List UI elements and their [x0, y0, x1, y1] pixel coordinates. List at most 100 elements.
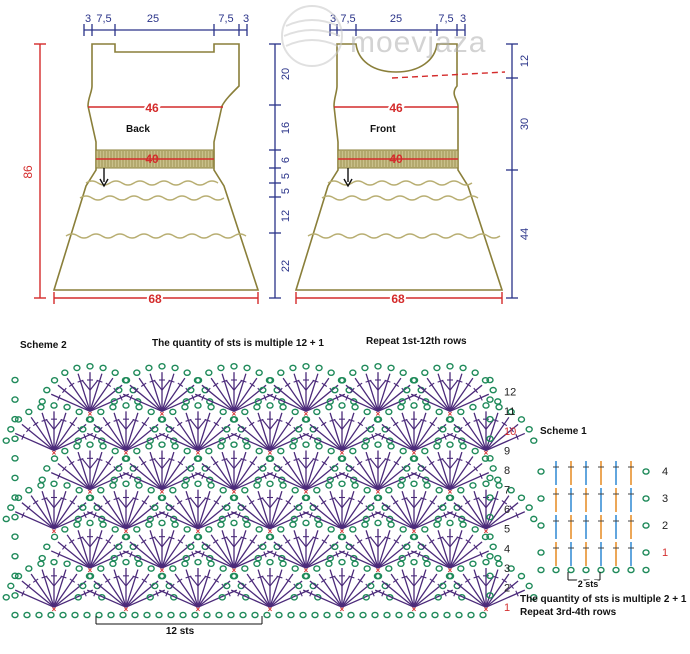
double-crochet-symbol [14, 432, 55, 452]
double-crochet-symbol [237, 580, 271, 608]
double-crochet-symbol [410, 550, 451, 569]
chain-stitch-symbol [435, 486, 443, 494]
double-crochet-symbol [302, 432, 343, 452]
chain-stitch-symbol [338, 480, 346, 488]
double-crochet-bar [140, 382, 147, 387]
chain-stitch-symbol [537, 549, 545, 556]
double-crochet-bar [314, 426, 319, 433]
chain-stitch-symbol [486, 592, 494, 599]
v-stitch-symbol [45, 418, 63, 431]
chain-stitch-symbol [362, 437, 370, 444]
chain-stitch-symbol [63, 482, 71, 489]
chain-stitch-symbol [2, 437, 10, 444]
slip-stitch-symbol: × [448, 409, 453, 418]
double-crochet-symbol [233, 373, 247, 412]
double-crochet-bar [299, 512, 303, 519]
v-stitch-symbol [297, 536, 315, 548]
chain-stitch-symbol [50, 558, 58, 566]
double-crochet-symbol [66, 534, 91, 569]
chain-stitch-symbol [187, 465, 195, 472]
chain-stitch-symbol [194, 376, 203, 384]
double-crochet-symbol [102, 573, 127, 608]
double-crochet-symbol [89, 530, 103, 569]
chain-stitch-symbol [86, 572, 95, 580]
double-crochet-bar [453, 590, 457, 597]
v-stitch-symbol [441, 379, 459, 392]
chain-stitch-symbol [486, 533, 494, 540]
double-crochet-bar [428, 460, 435, 466]
double-crochet-symbol [125, 416, 150, 451]
double-crochet-symbol [485, 580, 519, 608]
double-crochet-symbol [413, 490, 427, 530]
slip-stitch-symbol: × [124, 449, 129, 458]
double-crochet-bar [140, 460, 147, 466]
double-crochet-symbol [462, 573, 487, 608]
double-crochet-bar [212, 460, 219, 466]
chain-stitch-symbol [349, 447, 357, 455]
chain-stitch-symbol [431, 611, 439, 619]
chain-stitch-symbol [325, 560, 333, 568]
chain-stitch-symbol [171, 364, 179, 372]
double-crochet-bar [473, 466, 478, 472]
chain-stitch-symbol [302, 362, 310, 370]
double-crochet-bar [381, 433, 385, 440]
double-crochet-bar [249, 539, 256, 544]
chain-stitch-symbol [223, 425, 231, 433]
double-crochet-bar [98, 505, 103, 511]
double-crochet-bar [68, 539, 75, 544]
slip-stitch-symbol: × [376, 566, 381, 575]
double-crochet-bar [386, 583, 391, 589]
double-crochet-bar [345, 551, 349, 558]
double-crochet-bar [57, 394, 61, 401]
chain-stitch-symbol [187, 543, 195, 551]
double-crochet-symbol [305, 530, 319, 569]
double-crochet-bar [515, 433, 519, 440]
chain-stitch-symbol [255, 369, 263, 377]
chain-stitch-symbol [537, 522, 545, 529]
double-crochet-symbol [485, 423, 519, 452]
double-crochet-symbol [125, 490, 139, 530]
double-crochet-bar [285, 500, 292, 505]
front-direction-arrow [343, 168, 353, 188]
double-crochet-symbol [77, 373, 91, 412]
double-crochet-symbol [305, 456, 330, 491]
chain-stitch-symbol [439, 504, 447, 511]
chain-stitch-symbol [79, 582, 87, 590]
double-crochet-symbol [129, 541, 163, 569]
chain-stitch-symbol [374, 494, 383, 502]
double-crochet-symbol [410, 472, 451, 491]
double-crochet-symbol [50, 393, 91, 412]
chain-stitch-symbol [194, 480, 202, 488]
double-crochet-symbol [413, 573, 438, 608]
double-crochet-symbol [125, 412, 139, 451]
double-crochet-bar [509, 426, 514, 433]
scheme2-row-number: 11 [504, 406, 515, 418]
v-stitch-symbol [189, 575, 207, 587]
slip-stitch-symbol: × [88, 409, 93, 418]
chain-stitch-symbol [363, 408, 371, 416]
chain-stitch-symbol [50, 480, 58, 488]
chain-stitch-symbol [494, 554, 502, 562]
chain-stitch-symbol [395, 611, 403, 619]
chain-stitch-symbol [147, 565, 155, 572]
double-crochet-symbol [174, 573, 199, 608]
slip-stitch-symbol: × [196, 449, 201, 458]
chain-stitch-symbol [179, 611, 187, 619]
chain-stitch-symbol [11, 611, 19, 619]
chain-stitch-symbol [2, 594, 10, 601]
double-crochet-bar [381, 590, 385, 597]
back-side-dimensions: 20 16 6 5 5 12 22 [269, 43, 292, 299]
chain-stitch-symbol [277, 447, 285, 455]
chain-stitch-symbol [11, 533, 19, 540]
double-crochet-bar [242, 426, 247, 433]
double-crochet-symbol [53, 580, 87, 608]
v-stitch-symbol [225, 536, 243, 548]
slip-stitch-symbol: × [268, 527, 273, 536]
chain-stitch-symbol [385, 408, 393, 416]
double-crochet-bar [309, 512, 313, 519]
chain-stitch-symbol [423, 560, 431, 568]
double-crochet-symbol [365, 530, 379, 569]
chain-stitch-symbol [277, 526, 285, 533]
chain-stitch-symbol [434, 437, 442, 444]
chain-stitch-symbol [167, 611, 175, 619]
